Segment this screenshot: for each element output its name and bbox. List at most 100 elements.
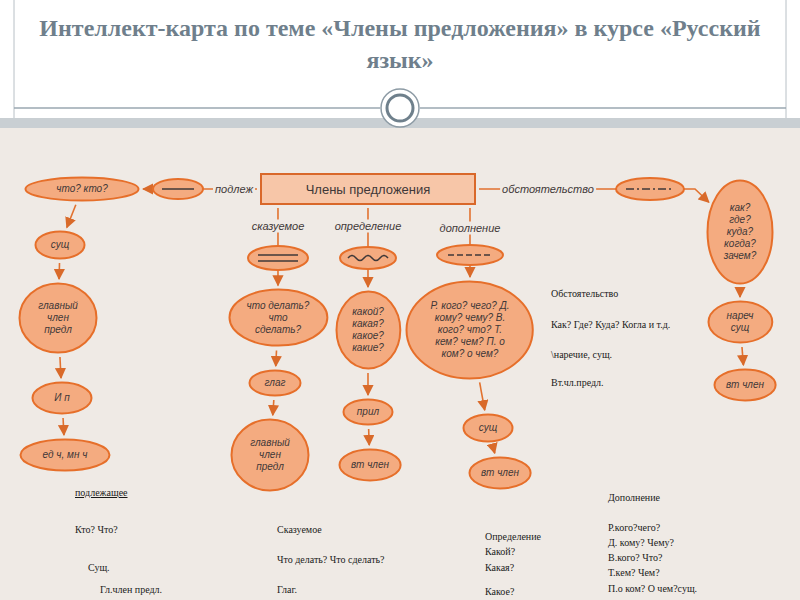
oval-shape: [344, 400, 393, 425]
edge-label: подлеж: [213, 183, 255, 196]
mind-map-oval: вт член: [713, 368, 777, 402]
oval-shape: [26, 178, 139, 201]
mind-map-oval: главный член предл: [230, 418, 310, 492]
mind-map-oval: сущ: [34, 230, 86, 260]
typed-note: \наречие, сущ.: [551, 349, 612, 361]
arrow-connector: [742, 347, 743, 365]
paper-photo: [0, 128, 800, 600]
node-text: вт член: [726, 379, 764, 391]
mind-map-oval: как? где? куда? когда? зачем?: [706, 179, 774, 285]
typed-note: Сущ.: [88, 562, 110, 574]
arrow-connector: [273, 400, 274, 415]
double-line-symbol: [258, 260, 298, 262]
typed-note: Как? Где? Куда? Когла и т.д.: [551, 319, 670, 331]
mind-map-oval: что делать? что сделать?: [228, 288, 329, 347]
mind-map-oval: вт член: [468, 456, 532, 490]
node-text: Р. кого? чего? Д. кому? чему? В. кого? ч…: [428, 300, 512, 360]
frame-line: [786, 0, 787, 120]
mind-map-oval: глаг: [248, 369, 302, 397]
arrow-connector: [60, 357, 61, 378]
node-text: что? кто?: [56, 183, 107, 195]
node-text: Члены предложения: [306, 182, 431, 197]
dash-dot-symbol: [626, 188, 674, 190]
typed-note: Сказуемое: [277, 524, 322, 536]
symbol-oval: [340, 247, 396, 269]
typed-note: подлежащее: [75, 487, 128, 499]
mind-map-oval: Р. кого? чего? Д. кому? чему? В. кого? ч…: [405, 280, 534, 380]
node-text: главный член предл: [34, 300, 82, 336]
node-text: прил: [357, 406, 379, 418]
oval-shape: [407, 282, 533, 379]
node-text: какой? какая? какое? какие?: [348, 306, 388, 354]
arrow-connector: [493, 446, 495, 454]
node-text: вт член: [481, 467, 519, 479]
oval-shape: [469, 458, 530, 489]
double-line-symbol: [258, 254, 298, 256]
symbol-oval: [616, 178, 684, 200]
typed-note: Гл.член предл.: [100, 584, 162, 596]
divider-ring: [387, 95, 413, 121]
oval-shape: [21, 440, 110, 471]
node-text: сущ: [51, 239, 69, 251]
typed-note: Обстоятельство: [551, 288, 618, 300]
mind-map-oval: ед ч, мн ч: [19, 438, 111, 472]
typed-note: Вт.чл.предл.: [551, 377, 604, 389]
single-line-symbol: [162, 188, 194, 190]
arrow-connector: [67, 205, 76, 228]
typed-note: Что делать? Что сделать?: [277, 554, 385, 566]
typed-note: Глаг.: [277, 584, 297, 596]
typed-note: Какая?: [485, 562, 514, 574]
oval-shape: [708, 181, 773, 284]
node-text: главный член предл: [246, 437, 294, 473]
frame-line: [14, 0, 15, 120]
oval-shape: [250, 371, 301, 396]
arrow-connector: [275, 351, 277, 366]
arrow-connector: [480, 382, 485, 410]
oval-shape: [229, 290, 327, 346]
oval-shape: [708, 302, 772, 343]
oval-shape: [336, 292, 400, 369]
edge-label: сказуемое: [250, 220, 307, 233]
divider-ring: [381, 89, 419, 127]
mind-map-oval: что? кто?: [24, 176, 140, 202]
dashed-line-symbol: [448, 254, 492, 256]
edge-label: дополнение: [438, 222, 503, 235]
typed-note: Определение: [485, 531, 541, 543]
edge-label: определение: [333, 220, 404, 233]
arrow-connector: [58, 263, 60, 279]
node-text: сущ: [479, 422, 497, 434]
divider-line: [14, 107, 380, 109]
node-text: что делать? что сделать?: [246, 300, 310, 336]
wavy-line-symbol: [348, 256, 388, 261]
node-text: как? где? куда? когда? зачем?: [721, 202, 759, 262]
arrow-connector: [367, 373, 369, 395]
arrow-connector: [62, 418, 64, 435]
mind-map-oval: прил: [342, 398, 394, 426]
node-text: вт член: [351, 459, 389, 471]
node-text: ед ч, мн ч: [43, 449, 88, 461]
typed-note: Д. кому? Чему?: [608, 537, 674, 549]
node-text: глаг: [265, 377, 286, 389]
oval-shape: [33, 383, 92, 414]
typed-note: Какое?: [485, 586, 514, 598]
typed-note: Кто? Что?: [75, 524, 118, 536]
oval-shape: [339, 450, 400, 481]
oval-shape: [714, 370, 775, 401]
mind-map-oval: И п: [31, 381, 93, 415]
typed-note: Р.кого?чего?: [608, 522, 660, 534]
oval-shape: [232, 420, 309, 491]
typed-note: Дополнение: [608, 492, 660, 504]
typed-note: Т.кем? Чем?: [608, 567, 660, 579]
typed-note: Какой?: [485, 546, 515, 558]
arrow-connector: [739, 288, 741, 297]
mind-map-oval: нареч сущ: [707, 300, 774, 344]
slide-title: Интеллект-карта по теме «Члены предложен…: [30, 12, 770, 76]
oval-shape: [36, 232, 85, 259]
mind-map-oval: вт член: [338, 448, 402, 482]
symbol-oval: [153, 179, 203, 199]
